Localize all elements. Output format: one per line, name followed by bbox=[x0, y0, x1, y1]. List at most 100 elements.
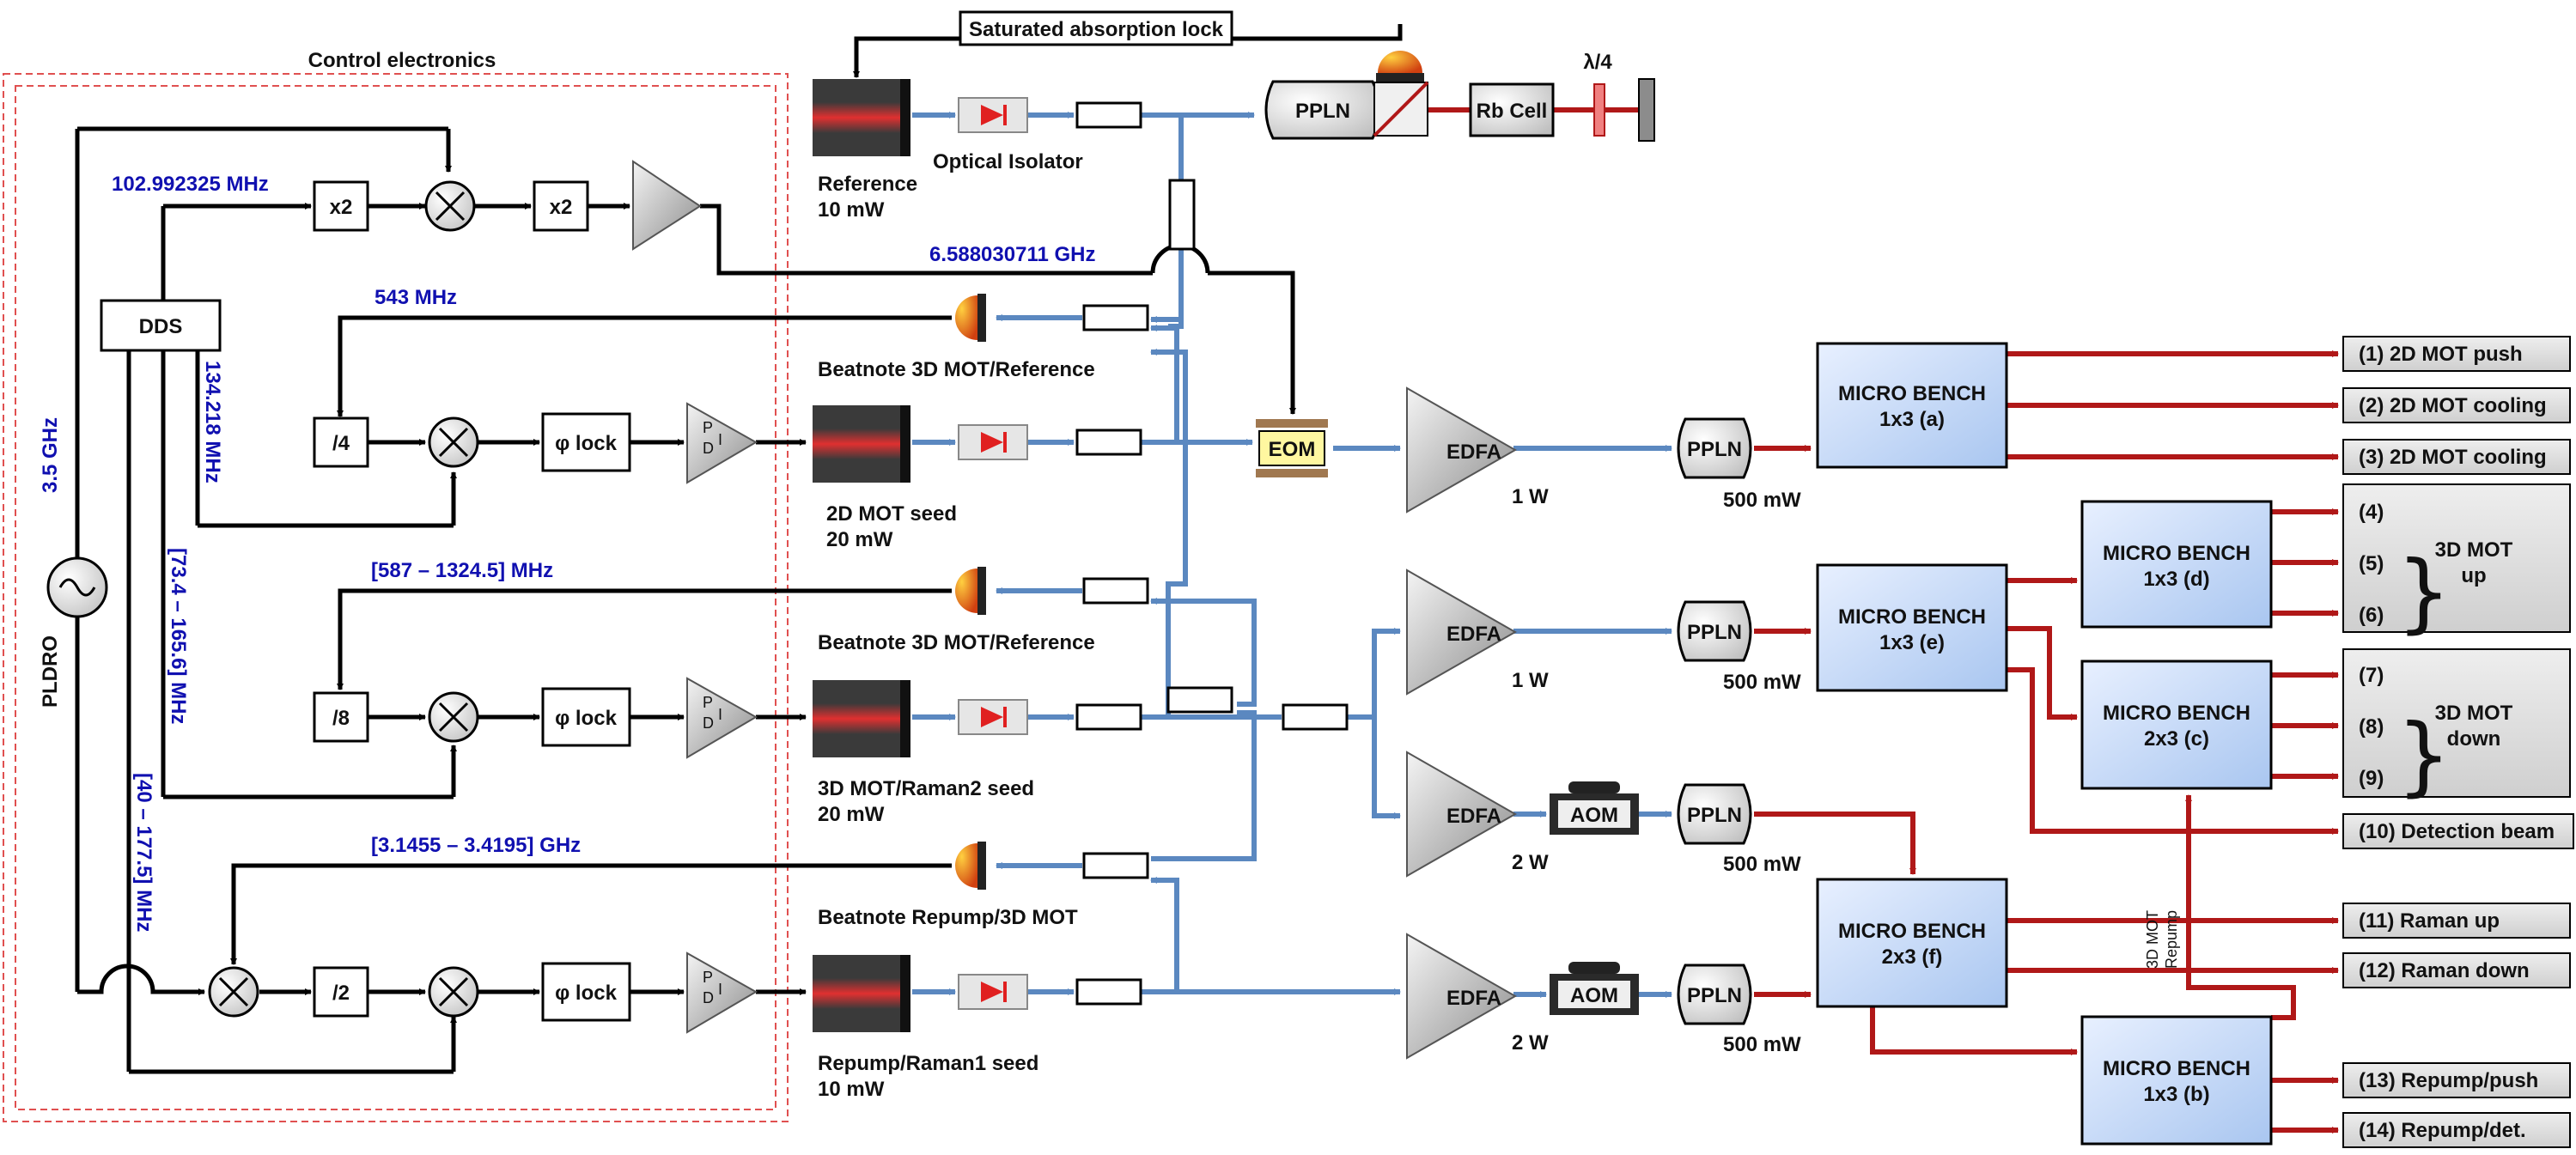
freq-543-label: 543 MHz bbox=[375, 286, 457, 309]
svg-text:}: } bbox=[2396, 705, 2451, 805]
mot3d-repump-label-1: 3D MOT bbox=[2144, 910, 2161, 969]
rb-cell: Rb Cell bbox=[1469, 82, 1555, 137]
svg-text:2 W: 2 W bbox=[1512, 1031, 1549, 1055]
svg-text:(5): (5) bbox=[2359, 552, 2384, 575]
svg-text:D: D bbox=[703, 989, 714, 1006]
svg-text:20 mW: 20 mW bbox=[818, 803, 885, 826]
svg-text:20 mW: 20 mW bbox=[826, 528, 893, 551]
beatnote-label-1: Beatnote 3D MOT/Reference bbox=[818, 358, 1095, 381]
freq-134-label: 134.218 MHz bbox=[201, 361, 224, 483]
svg-text:MICRO BENCH: MICRO BENCH bbox=[1838, 605, 1986, 629]
mixer-row3-b bbox=[428, 966, 479, 1018]
svg-text:10 mW: 10 mW bbox=[818, 1078, 885, 1101]
svg-text:/4: /4 bbox=[332, 432, 350, 455]
svg-text:1x3 (b): 1x3 (b) bbox=[2143, 1083, 2209, 1106]
aom-2: AOM bbox=[1550, 962, 1639, 1015]
output-1: (1) 2D MOT push bbox=[2342, 336, 2571, 372]
svg-text:(1) 2D MOT push: (1) 2D MOT push bbox=[2359, 343, 2523, 366]
svg-text:AOM: AOM bbox=[1570, 804, 1618, 827]
micro-bench-e: MICRO BENCH 1x3 (e) bbox=[1816, 563, 2008, 692]
svg-text:500 mW: 500 mW bbox=[1723, 853, 1801, 876]
output-10: (10) Detection beam bbox=[2342, 813, 2574, 849]
svg-text:(12) Raman down: (12) Raman down bbox=[2359, 959, 2530, 982]
svg-text:down: down bbox=[2447, 727, 2501, 751]
svg-text:φ lock: φ lock bbox=[555, 432, 618, 455]
svg-text:EDFA: EDFA bbox=[1446, 623, 1501, 646]
svg-text:2x3 (f): 2x3 (f) bbox=[1882, 945, 1943, 969]
beatnote-label-3: Beatnote Repump/3D MOT bbox=[818, 906, 1078, 929]
svg-text:(3) 2D MOT cooling: (3) 2D MOT cooling bbox=[2359, 446, 2547, 469]
svg-text:(9): (9) bbox=[2359, 767, 2384, 790]
svg-text:MICRO BENCH: MICRO BENCH bbox=[2103, 542, 2250, 565]
control-electronics-panel: Control electronics bbox=[3, 49, 789, 1122]
svg-text:φ lock: φ lock bbox=[555, 982, 618, 1005]
svg-text:PPLN: PPLN bbox=[1687, 438, 1742, 461]
divider-2: /2 bbox=[313, 966, 369, 1018]
fiber-paths bbox=[912, 112, 1672, 998]
svg-text:EDFA: EDFA bbox=[1446, 987, 1501, 1010]
freq-3145-label: [3.1455 – 3.4195] GHz bbox=[371, 834, 581, 857]
svg-text:MICRO BENCH: MICRO BENCH bbox=[1838, 382, 1986, 405]
pldro-label: PLDRO bbox=[39, 635, 62, 708]
quarter-wave-plate: λ/4 bbox=[1583, 51, 1612, 137]
edfa-4: EDFA 2 W bbox=[1406, 933, 1549, 1060]
multiplier-x2-b: x2 bbox=[533, 180, 589, 232]
svg-text:MICRO BENCH: MICRO BENCH bbox=[2103, 702, 2250, 725]
ppln-4: PPLN 500 mW bbox=[1677, 964, 1801, 1056]
svg-text:Rb Cell: Rb Cell bbox=[1477, 100, 1548, 123]
svg-text:(7): (7) bbox=[2359, 664, 2384, 687]
micro-bench-f: MICRO BENCH 2x3 (f) bbox=[1816, 878, 2008, 1008]
svg-text:1x3 (d): 1x3 (d) bbox=[2143, 568, 2209, 591]
svg-text:500 mW: 500 mW bbox=[1723, 671, 1801, 694]
svg-text:(14) Repump/det.: (14) Repump/det. bbox=[2359, 1119, 2526, 1142]
pdi-row3: P D I bbox=[686, 951, 758, 1034]
svg-text:3D MOT/Raman2 seed: 3D MOT/Raman2 seed bbox=[818, 777, 1034, 800]
freq-587-label: [587 – 1324.5] MHz bbox=[371, 559, 553, 582]
free-space-paths bbox=[1385, 107, 2339, 1134]
svg-text:(4): (4) bbox=[2359, 501, 2384, 524]
mixer-row2 bbox=[428, 691, 479, 743]
freq-6588-label: 6.588030711 GHz bbox=[929, 243, 1096, 266]
svg-text:I: I bbox=[718, 706, 722, 723]
mixer-row1 bbox=[428, 416, 479, 468]
svg-text:2x3 (c): 2x3 (c) bbox=[2144, 727, 2209, 751]
phase-lock-row2: φ lock bbox=[541, 687, 631, 747]
svg-text:D: D bbox=[703, 714, 714, 732]
svg-text:P: P bbox=[703, 694, 713, 711]
micro-bench-d: MICRO BENCH 1x3 (d) bbox=[2080, 500, 2273, 629]
output-14: (14) Repump/det. bbox=[2342, 1112, 2571, 1148]
multiplier-x2-a: x2 bbox=[313, 180, 369, 232]
divider-4: /4 bbox=[313, 416, 369, 468]
rf-amplifier bbox=[632, 160, 702, 251]
svg-text:I: I bbox=[718, 981, 722, 998]
svg-text:}: } bbox=[2396, 542, 2451, 642]
svg-text:PPLN: PPLN bbox=[1687, 621, 1742, 644]
edfa-3: EDFA 2 W bbox=[1406, 751, 1549, 878]
pdi-row1: P D I bbox=[686, 402, 758, 484]
svg-text:10 mW: 10 mW bbox=[818, 198, 885, 222]
svg-text:Repump/Raman1 seed: Repump/Raman1 seed bbox=[818, 1052, 1038, 1075]
svg-text:MICRO BENCH: MICRO BENCH bbox=[2103, 1057, 2250, 1080]
svg-text:λ/4: λ/4 bbox=[1583, 51, 1612, 74]
svg-text:1 W: 1 W bbox=[1512, 485, 1549, 508]
pdi-row2: P D I bbox=[686, 677, 758, 759]
svg-text:2 W: 2 W bbox=[1512, 851, 1549, 874]
micro-bench-b: MICRO BENCH 1x3 (b) bbox=[2080, 1015, 2273, 1146]
output-7-9-group: (7) (8) (9) } 3D MOT down bbox=[2342, 648, 2571, 805]
svg-text:3D MOT: 3D MOT bbox=[2435, 702, 2513, 725]
laser-reference: Reference 10 mW bbox=[813, 79, 917, 222]
phase-lock-row1: φ lock bbox=[541, 412, 631, 472]
edfa-2: EDFA 1 W bbox=[1406, 568, 1549, 696]
svg-text:x2: x2 bbox=[330, 196, 353, 219]
laser-repump-seed: Repump/Raman1 seed 10 mW bbox=[813, 955, 1038, 1101]
svg-text:EDFA: EDFA bbox=[1446, 441, 1501, 464]
micro-bench-a: MICRO BENCH 1x3 (a) bbox=[1816, 342, 2008, 469]
output-4-6-group: (4) (5) (6) } 3D MOT up bbox=[2342, 483, 2571, 642]
freq-73-label: [73.4 – 165.6] MHz bbox=[167, 548, 190, 724]
optical-isolators: Optical Isolator bbox=[933, 97, 1083, 1010]
ppln-3: PPLN 500 mW bbox=[1677, 783, 1801, 876]
svg-text:AOM: AOM bbox=[1570, 984, 1618, 1007]
svg-text:(11) Raman up: (11) Raman up bbox=[2359, 909, 2500, 933]
svg-text:P: P bbox=[703, 969, 713, 986]
